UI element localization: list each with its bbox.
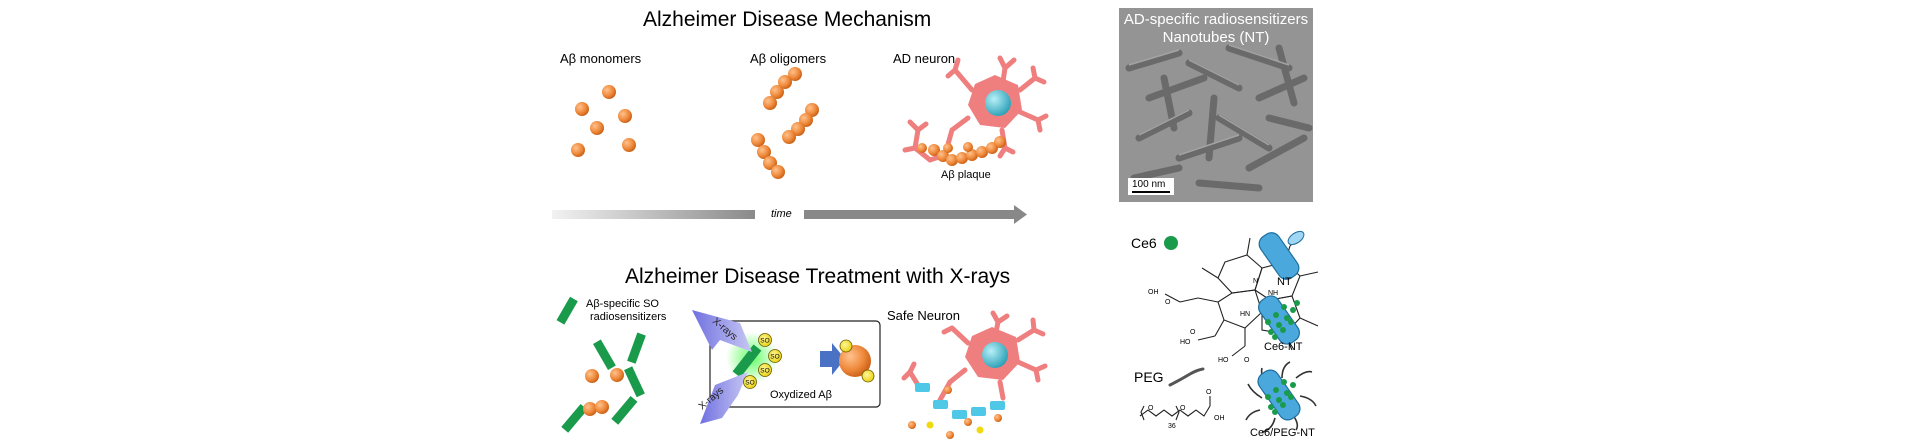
ce6-nh-label: NH — [1268, 290, 1278, 297]
peg-oh-label: OH — [1214, 415, 1225, 422]
nanotube-plain — [1258, 230, 1305, 280]
peg-o-label-2: O — [1180, 405, 1186, 412]
time-arrow — [552, 205, 1027, 224]
ad-neuron — [902, 55, 1049, 163]
time-label: time — [771, 208, 792, 220]
tem-micrograph: AD-specific radiosensitizers Nanotubes (… — [1119, 8, 1313, 202]
singlet-oxygen-1: SO — [758, 333, 772, 347]
oxidized-label: Oxydized Aβ — [770, 389, 832, 401]
nanotube-ce6-peg — [1245, 361, 1317, 433]
ce6-n-label: N — [1253, 278, 1258, 285]
neuron-label: AD neuron — [893, 51, 956, 66]
ce6-hn-label: HN — [1240, 311, 1250, 318]
treatment-mixture — [561, 332, 646, 433]
safe-neuron — [901, 310, 1048, 439]
treatment-title: Alzheimer Disease Treatment with X-rays — [625, 265, 1011, 288]
ce6-o-label-3: O — [1244, 357, 1250, 364]
scale-bar: 100 nm — [1128, 178, 1174, 195]
ce6-nt-label: Ce6-NT — [1264, 341, 1303, 353]
singlet-oxygen-group: SO SO SO SO — [743, 333, 782, 389]
micrograph-title: AD-specific radiosensitizers Nanotubes (… — [1119, 11, 1313, 47]
amyloid-monomers — [571, 85, 636, 157]
mechanism-title: Alzheimer Disease Mechanism — [643, 8, 932, 31]
ce6-ho-label-1: HO — [1180, 339, 1191, 346]
singlet-oxygen-2: SO — [768, 349, 782, 363]
singlet-oxygen-4: SO — [743, 375, 757, 389]
ce6-label: Ce6 — [1131, 235, 1157, 251]
nanotube-micrograph-image — [1119, 8, 1313, 202]
peg-chain-icon — [1168, 367, 1205, 387]
peg-label: PEG — [1134, 369, 1164, 385]
peg-subscript: 36 — [1168, 423, 1176, 430]
safe-neuron-label: Safe Neuron — [887, 308, 960, 323]
nanotube-ce6 — [1258, 295, 1300, 345]
amyloid-oligomers — [751, 67, 819, 179]
monomers-label: Aβ monomers — [560, 51, 642, 66]
peg-o-label-3: O — [1206, 389, 1212, 396]
ce6-marker — [1164, 236, 1178, 250]
ce6-o-label-1: O — [1165, 299, 1171, 306]
sensitizer-label-1: Aβ-specific SO — [586, 298, 659, 310]
peg-o-label-1: O — [1148, 405, 1154, 412]
oligomers-label: Aβ oligomers — [750, 51, 827, 66]
so-label-1: SO — [760, 338, 769, 345]
scale-bar-label: 100 nm — [1132, 179, 1166, 190]
micrograph-title-line2: Nanotubes (NT) — [1162, 29, 1270, 46]
amyloid-plaque — [917, 136, 1006, 166]
plaque-label: Aβ plaque — [941, 169, 991, 181]
scale-bar-line — [1132, 191, 1170, 193]
micrograph-title-line1: AD-specific radiosensitizers — [1123, 11, 1309, 28]
so-label-4: SO — [745, 380, 754, 387]
singlet-oxygen-3: SO — [758, 363, 772, 377]
ce6-ho-label-2: HO — [1218, 357, 1229, 364]
sensitizer-label-2: radiosensitizers — [590, 311, 667, 323]
ce6-oh-label-1: OH — [1148, 289, 1159, 296]
peg-structure — [1139, 396, 1211, 421]
so-label-3: SO — [760, 368, 769, 375]
nt-label: NT — [1277, 276, 1292, 288]
ce6-structure — [1164, 235, 1319, 357]
so-label-2: SO — [770, 354, 779, 361]
sensitizer-legend-marker — [556, 296, 578, 325]
ce6-peg-nt-label: Ce6/PEG-NT — [1250, 427, 1315, 439]
ce6-o-label-2: O — [1190, 329, 1196, 336]
